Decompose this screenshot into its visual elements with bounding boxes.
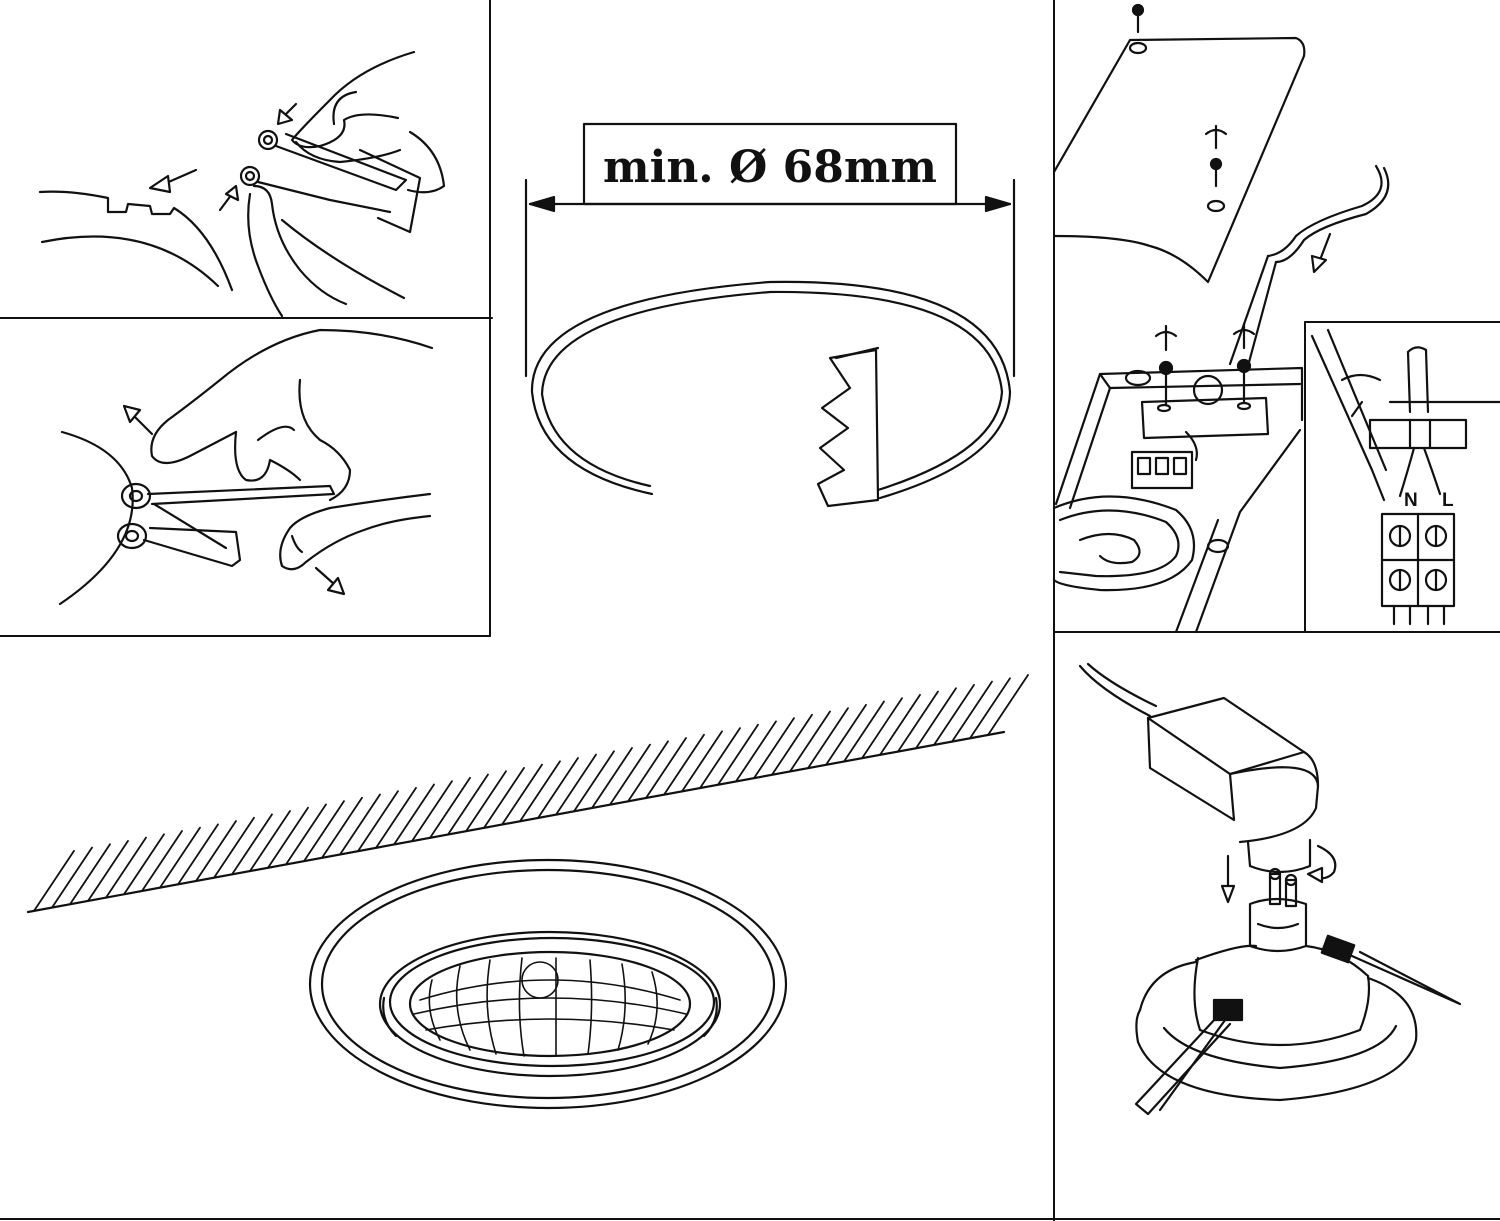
ceiling-hatching — [34, 675, 1028, 911]
terminal-label-live: L — [1442, 490, 1454, 511]
spring-coil-icon — [118, 484, 334, 566]
spring-coil-icon — [241, 131, 406, 212]
screwdriver-icon — [1312, 330, 1386, 500]
saw-blade-icon — [818, 348, 878, 506]
arrow-up-left-icon — [124, 406, 152, 434]
cable — [1276, 168, 1388, 262]
arrow-down-icon — [1222, 856, 1234, 902]
cutout-outline — [532, 282, 1010, 498]
panel-terminal-detail: N L — [1312, 330, 1500, 624]
ceiling-surface — [28, 732, 1004, 912]
gu10-lamp-icon — [1250, 869, 1306, 951]
arrow-down-right-icon — [316, 568, 344, 594]
panel-lamp-connect — [1080, 664, 1460, 1114]
terminal-label-neutral: N — [1404, 490, 1418, 511]
arrow-left-icon — [150, 170, 196, 192]
screw-icon — [1133, 5, 1226, 186]
arrow-up-icon — [220, 186, 238, 210]
arrowhead-left-icon — [530, 197, 554, 211]
arrow-down-icon — [1312, 234, 1330, 272]
panel-installed-light — [28, 675, 1028, 1108]
hand-icon — [151, 330, 432, 569]
hand-icon — [248, 52, 444, 316]
panel-cutout-dimension — [526, 124, 1014, 506]
spring-clip-icon — [1136, 936, 1460, 1114]
arrow-down-icon — [278, 104, 296, 124]
panel-junction-box — [1054, 5, 1388, 632]
cutout-dimension-label: min. Ø 68mm — [603, 142, 937, 193]
terminal-strip-icon — [1382, 514, 1454, 624]
screw-icon — [1156, 324, 1254, 404]
terminal-block-icon — [1132, 432, 1197, 488]
arrowhead-right-icon — [986, 197, 1010, 211]
lamp-grid — [414, 958, 686, 1056]
panel-spring-compress — [40, 52, 444, 316]
panel-spring-open — [60, 330, 432, 604]
